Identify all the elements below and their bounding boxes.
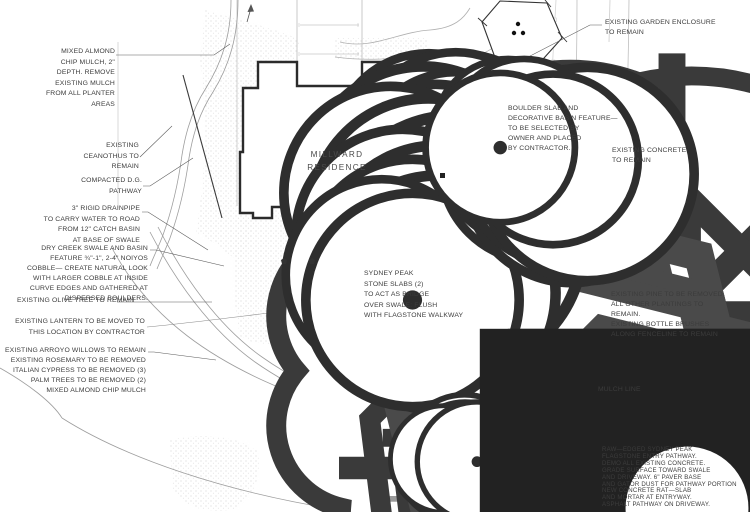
- callout-existing-lantern: EXISTING LANTERN TO BE MOVED TO THIS LOC…: [15, 318, 145, 336]
- callout-dry-creek-swale: DRY CREEK SWALE AND BASIN FEATURE ¾"-1",…: [26, 245, 148, 302]
- courtyard: [296, 0, 363, 62]
- callout-arroyo-willows: EXISTING ARROYO WILLOWS TO REMAIN EXISTI…: [4, 347, 146, 394]
- rigid-drainpipe-line: [182, 74, 223, 219]
- callout-mixed-almond-mulch: MIXED ALMOND CHIP MULCH, 2" DEPTH. REMOV…: [45, 48, 115, 108]
- lantern-symbols: [281, 173, 750, 512]
- residence-title: MILLWARD RESIDENCE: [307, 150, 367, 172]
- path-arrow: [246, 4, 254, 23]
- driveway-lower-edge: [61, 417, 362, 512]
- callout-existing-ceanothus: EXISTING CEANOTHUS TO REMAIN: [83, 142, 139, 171]
- hardscape-marker: [440, 173, 445, 178]
- callout-flagstone-entry-pathway: RAW—EDGED SYDNEY PEAK FLAGSTONE ENTRY PA…: [602, 446, 737, 509]
- garden-enclosure-hexagon: [477, 0, 568, 75]
- callout-bottle-brushes: EXISTING BOTTLE BRUSHES ALONG FENCELINE …: [611, 321, 718, 338]
- callout-rigid-drainpipe: 3" RIGID DRAINPIPE TO CARRY WATER TO ROA…: [43, 205, 140, 244]
- callout-compacted-dg-pathway: COMPACTED D.G. PATHWAY: [81, 177, 142, 195]
- callout-existing-concrete: EXISTING CONCRETE TO REMAIN: [612, 147, 687, 164]
- callout-sydney-peak-slabs: SYDNEY PEAK STONE SLABS (2) TO ACT AS BR…: [364, 270, 464, 320]
- callout-boulder-slab: BOULDER SLAB AND DECORATIVE BASIN FEATUR…: [508, 105, 618, 152]
- callout-garden-enclosure: EXISTING GARDEN ENCLOSURE TO REMAIN: [605, 19, 716, 36]
- callout-mulch-line: MULCH LINE: [598, 386, 641, 393]
- upper-path-edge: [149, 0, 232, 267]
- callout-existing-olive-tree: EXISTING OLIVE TREE TO REMAIN: [17, 297, 135, 304]
- callout-existing-pine: EXISTING PINE TO BE REMOVED, ALL OTHER P…: [611, 291, 725, 318]
